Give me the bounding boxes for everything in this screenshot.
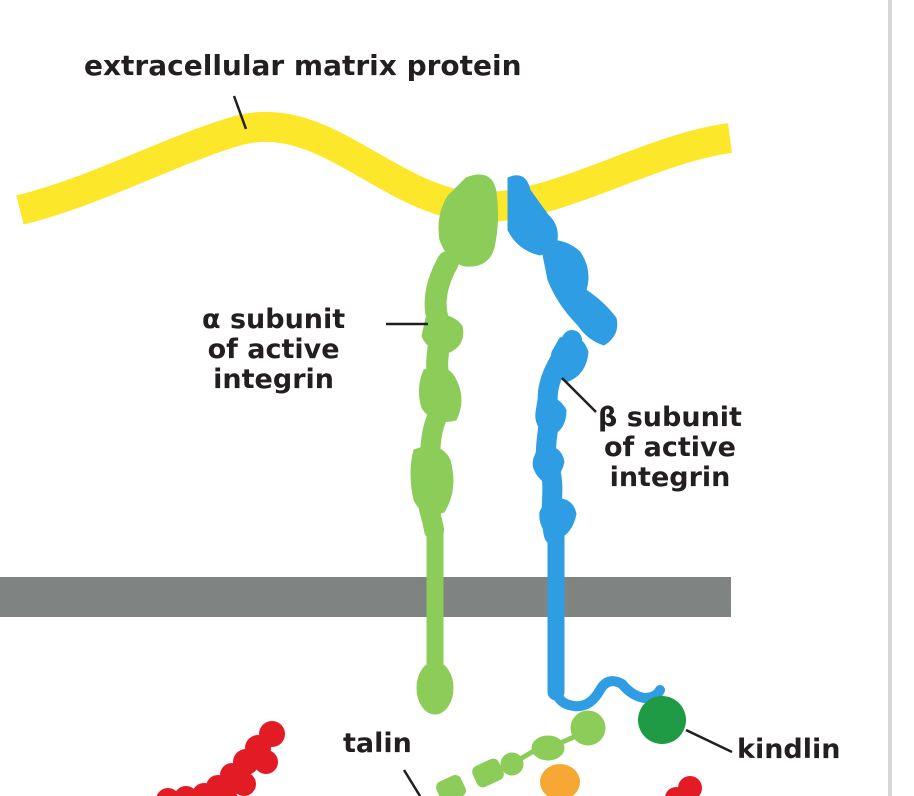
alpha-subunit-label: α subunit of active integrin <box>202 304 346 396</box>
talin-rod-link-2 <box>519 749 535 761</box>
alpha-cytoplasmic-end <box>416 661 454 715</box>
talin-label: talin <box>343 728 412 759</box>
talin-domain-3 <box>472 758 504 788</box>
beta-label-line-1: β subunit <box>598 402 742 433</box>
ecm-protein-fiber <box>16 111 733 225</box>
kindlin-protein <box>638 696 686 744</box>
accessory-protein <box>540 764 580 796</box>
actin-filament-right <box>665 776 702 796</box>
talin-leader-line <box>402 769 422 796</box>
talin-label-text: talin <box>343 728 412 759</box>
alpha-label-line-3: integrin <box>213 364 334 396</box>
alpha-leg-bump-2 <box>418 367 462 422</box>
beta-head <box>507 175 558 256</box>
page-edge-divider <box>888 0 892 796</box>
beta-cytoplasmic-tail <box>551 676 665 712</box>
beta-leader-line <box>561 377 597 413</box>
actin-filament-left <box>156 721 285 796</box>
alpha-label-line-1: α subunit <box>202 304 346 335</box>
talin-domain-1 <box>531 735 565 761</box>
alpha-leg-bump-1 <box>421 314 464 353</box>
beta-subunit-label: β subunit of active integrin <box>598 402 742 494</box>
beta-subunit <box>507 175 665 712</box>
ecm-protein-label-text: extracellular matrix protein <box>84 49 522 82</box>
beta-leg-bump-2 <box>535 397 567 437</box>
alpha-head <box>438 174 499 267</box>
kindlin-label: kindlin <box>737 734 841 765</box>
ecm-protein-label: extracellular matrix protein <box>84 49 522 82</box>
talin-head <box>570 710 606 746</box>
beta-upper-domain <box>539 239 618 346</box>
talin-domain-2 <box>500 752 524 776</box>
alpha-label-line-2: of active <box>207 334 340 366</box>
kindlin-leader-line <box>685 728 733 754</box>
beta-leg-bump-1 <box>550 336 589 383</box>
beta-leg-bump-4 <box>539 498 577 541</box>
beta-label-line-2: of active <box>603 432 736 464</box>
plasma-membrane <box>0 577 731 617</box>
alpha-leg-bump-3 <box>410 446 454 515</box>
ecm-leader-line <box>232 95 248 130</box>
beta-leg-bump-3 <box>532 446 565 483</box>
talin-domain-4 <box>436 775 466 796</box>
beta-label-line-3: integrin <box>609 462 731 494</box>
alpha-subunit <box>410 174 499 715</box>
kindlin-label-text: kindlin <box>737 734 841 765</box>
